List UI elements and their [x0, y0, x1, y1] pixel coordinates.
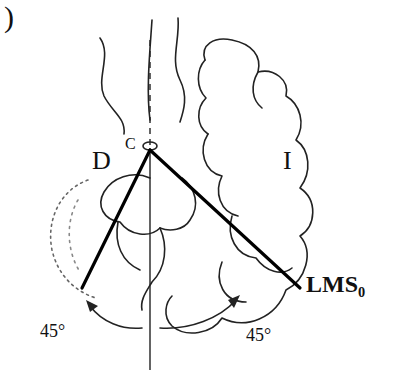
point-label: C [125, 136, 136, 152]
figure-letter: ) [4, 2, 14, 32]
side-label: D [92, 148, 111, 174]
angle-label: 45° [246, 326, 271, 344]
side-label: I [283, 148, 292, 174]
angle-label: 45° [40, 322, 65, 340]
position-label: LMS₀ [306, 272, 365, 296]
